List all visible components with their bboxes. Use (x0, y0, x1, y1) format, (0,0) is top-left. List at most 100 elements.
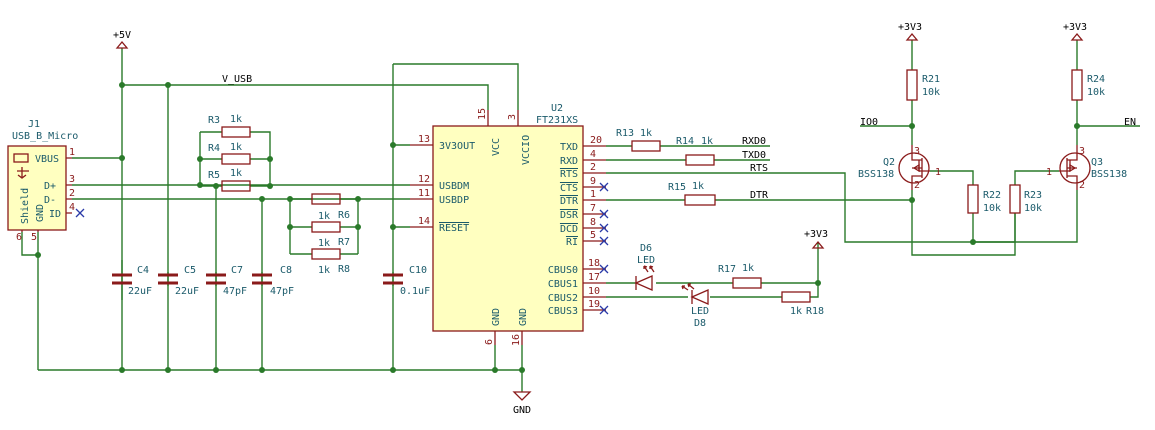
resistor-r6: 1k R6 (311, 193, 350, 222)
net-label-rxd0: RXD0 (742, 136, 766, 147)
resistor-r21-value: 10k (922, 87, 940, 98)
resistor-r24: R24 10k (1071, 69, 1105, 101)
u2-pin-dtr: DTR (560, 196, 579, 207)
mosfet-pin-num: 3 (1079, 146, 1085, 157)
resistor-r18: 1k R18 (781, 291, 824, 317)
j1-value: USB_B_Micro (12, 131, 78, 142)
j1-pin-id: ID (49, 209, 61, 220)
j1-pin-dplus: D+ (44, 181, 56, 192)
u2-pin-num: 4 (590, 149, 596, 160)
mosfet-pin-num: 1 (935, 167, 941, 178)
junction-dot (259, 196, 265, 202)
u2-pin-rts: RTS (560, 169, 578, 180)
junction-dot (355, 224, 361, 230)
j1-pin-num: 2 (69, 188, 75, 199)
resistor-r5: R5 1k (208, 168, 251, 192)
resistor-r17: R17 1k (718, 263, 762, 289)
net-label-en: EN (1124, 117, 1136, 128)
mosfet-q3-value: BSS138 (1091, 169, 1127, 180)
led-d6: D6 LED (634, 243, 655, 291)
u2-pin-num: 8 (590, 217, 596, 228)
u2-pin-num: 10 (588, 286, 600, 297)
resistor-r7-value: 1k (318, 238, 330, 249)
mosfet-pin-num: 2 (914, 180, 920, 191)
j1-pin-num: 4 (69, 202, 75, 213)
junction-dot (165, 367, 171, 373)
j1-pin-vbus: VBUS (35, 154, 59, 165)
u2-pin-vccio: VCCIO (521, 135, 532, 165)
led-d8-value: LED (691, 306, 709, 317)
resistor-r17-value: 1k (742, 263, 754, 274)
resistor-r4: R4 1k (208, 142, 251, 165)
j1-pin-num: 3 (69, 174, 75, 185)
u2-pin-num: 15 (477, 108, 488, 120)
junction-dot (165, 82, 171, 88)
u2-pin-usbdp: USBDP (439, 195, 469, 206)
capacitor-c5-ref: C5 (184, 265, 196, 276)
u2-pin-num: 17 (588, 272, 600, 283)
resistor-r18-value: 1k (790, 306, 802, 317)
junction-dot (259, 367, 265, 373)
capacitor-c8-ref: C8 (280, 265, 292, 276)
u2-pin-num: 2 (590, 162, 596, 173)
u2-pin-vcc: VCC (491, 138, 502, 156)
mosfet-pin-num: 3 (914, 146, 920, 157)
j1-pin-num: 1 (69, 147, 75, 158)
junction-dot (519, 367, 525, 373)
u2-pin-num: 7 (590, 203, 596, 214)
capacitor-c7-value: 47pF (223, 286, 247, 297)
resistor-r6-value: 1k (318, 211, 330, 222)
mosfet-q2: Q2 BSS138 1 2 3 (858, 145, 941, 191)
mosfet-pin-num: 1 (1046, 167, 1052, 178)
mosfet-q3: Q3 BSS138 1 2 3 (1046, 145, 1127, 191)
u2-pin-num: 18 (588, 258, 600, 269)
j1-pin-num: 6 (16, 232, 22, 243)
resistor-r14-ref: R14 (676, 136, 694, 147)
resistor-r15: R15 1k (668, 181, 716, 206)
resistor-r22: R22 10k (967, 184, 1001, 214)
u2-pin-dsr: DSR (560, 210, 579, 221)
no-connect-mark (599, 182, 609, 192)
junction-dot (390, 142, 396, 148)
led-d6-ref: D6 (640, 243, 652, 254)
power-5v: +5V (113, 30, 131, 49)
resistor-r17-ref: R17 (718, 264, 736, 275)
u2-value: FT231XS (536, 115, 578, 126)
junction-dot (267, 156, 273, 162)
junction-dot (1074, 123, 1080, 129)
resistor-r4-ref: R4 (208, 143, 220, 154)
junction-dot (815, 280, 821, 286)
led-d6-value: LED (637, 255, 655, 266)
junction-dot (909, 197, 915, 203)
junction-dot (197, 156, 203, 162)
no-connect-mark (599, 305, 609, 315)
capacitor-c7: C7 47pF (206, 265, 247, 297)
u2-pin-gnd: GND (518, 308, 529, 326)
junction-dot (287, 196, 293, 202)
resistor-r22-value: 10k (983, 203, 1001, 214)
u2-pin-num: 3 (507, 114, 518, 120)
u2-pin-cbus3: CBUS3 (548, 306, 578, 317)
junction-dot (390, 224, 396, 230)
power-3v3-led-label: +3V3 (804, 229, 828, 240)
u2-pin-num: 1 (590, 189, 596, 200)
u2-pin-gnd: GND (491, 308, 502, 326)
junction-dot (213, 367, 219, 373)
resistor-r3-value: 1k (230, 114, 242, 125)
capacitor-c10-ref: C10 (409, 265, 427, 276)
capacitor-c5-value: 22uF (175, 286, 199, 297)
mosfet-pin-num: 2 (1079, 180, 1085, 191)
junction-dot (119, 82, 125, 88)
u2-pin-usbdm: USBDM (439, 181, 469, 192)
u2-pin-num: 12 (418, 174, 430, 185)
resistor-r23-ref: R23 (1024, 190, 1042, 201)
power-3v3-q2-label: +3V3 (898, 22, 922, 33)
u2-pin-cbus0: CBUS0 (548, 265, 578, 276)
junction-dot (35, 252, 41, 258)
j1-pin-num: 5 (31, 232, 37, 243)
u2-pin-3v3out: 3V3OUT (439, 141, 475, 152)
light-rays-icon (681, 283, 695, 291)
mosfet-q2-ref: Q2 (883, 157, 895, 168)
u2-pin-ri: RI (566, 237, 578, 248)
junction-dot (390, 367, 396, 373)
